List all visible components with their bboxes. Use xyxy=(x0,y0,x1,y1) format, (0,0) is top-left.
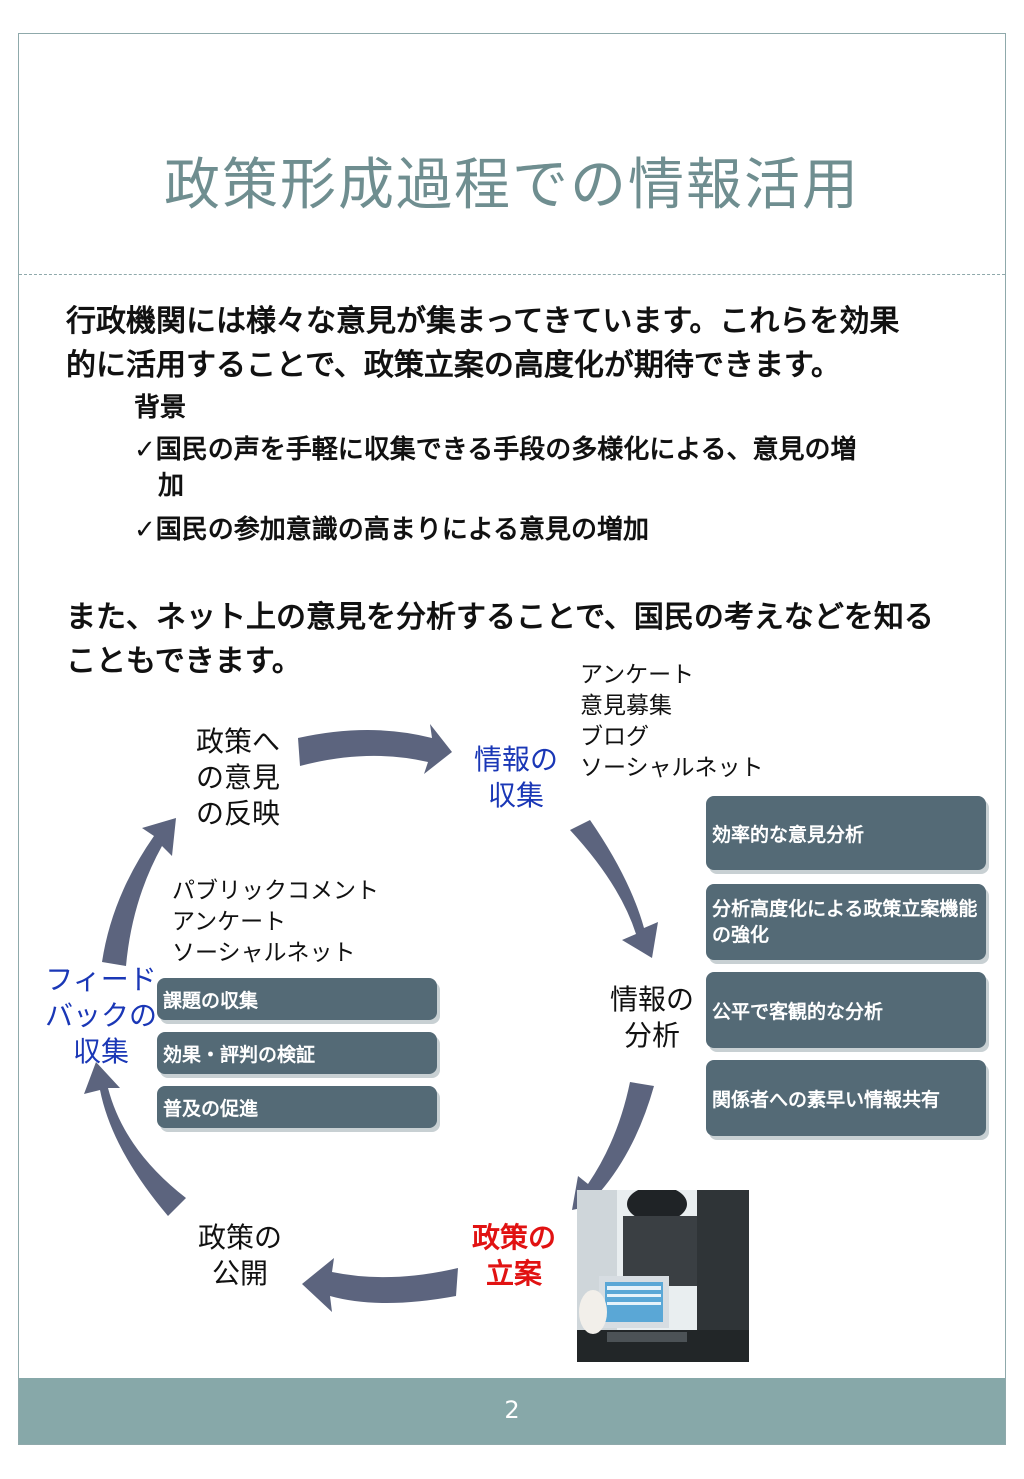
arrow-collect-to-analyze xyxy=(570,820,658,958)
label-feedback: フィード バックの 収集 xyxy=(40,962,162,1070)
arrow-publish-to-feedback xyxy=(84,1062,186,1216)
label-plan: 政策の 立案 xyxy=(458,1220,570,1292)
analysis-box: 分析高度化による政策立案機能の強化 xyxy=(706,884,986,960)
label-publish: 政策の 公開 xyxy=(184,1220,296,1292)
intro-line-1: 行政機関には様々な意見が集まってきています。これらを効果 xyxy=(66,304,900,339)
background-item-2: ✓国民の参加意識の高まりによる意見の増加 xyxy=(134,515,650,545)
label-publish-line-1: 政策の xyxy=(197,1221,282,1254)
arrow-feedback-to-reflect xyxy=(102,818,176,966)
label-feedback-line-2: バックの xyxy=(44,999,157,1032)
background-item-1-line-2: 加 xyxy=(158,471,185,501)
slide-frame xyxy=(18,33,1006,1445)
collect-source-item: ソーシャルネット xyxy=(580,755,764,781)
label-collect-line-1: 情報の xyxy=(473,743,558,776)
feedback-box: 課題の収集 xyxy=(157,978,437,1020)
also-line-1: また、ネット上の意見を分析することで、国民の考えなどを知る xyxy=(66,600,934,635)
page-number: 2 xyxy=(504,1396,520,1424)
label-plan-line-2: 立案 xyxy=(485,1257,542,1290)
arrow-reflect-to-collect xyxy=(298,724,452,774)
background-item-1-line-1: ✓国民の声を手軽に収集できる手段の多様化による、意見の増 xyxy=(134,435,857,465)
collect-source-item: 意見募集 xyxy=(580,693,672,719)
arrow-analyze-to-plan xyxy=(572,1082,654,1210)
feedback-source-item: ソーシャルネット xyxy=(172,940,356,966)
label-reflect-line-1: 政策へ xyxy=(195,725,280,758)
label-analyze-line-1: 情報の xyxy=(609,983,694,1016)
collect-sources: アンケート 意見募集 ブログ ソーシャルネット xyxy=(580,660,764,784)
also-line-2: こともできます。 xyxy=(66,644,302,679)
label-reflect: 政策へ の意見 の反映 xyxy=(180,724,296,832)
intro-line-2: 的に活用することで、政策立案の高度化が期待できます。 xyxy=(66,348,841,383)
also-text: また、ネット上の意見を分析することで、国民の考えなどを知る こともできます。 xyxy=(66,596,986,684)
analysis-box: 効率的な意見分析 xyxy=(706,796,986,870)
label-collect-line-2: 収集 xyxy=(487,779,544,812)
feedback-box: 普及の促進 xyxy=(157,1086,437,1128)
collect-source-item: ブログ xyxy=(580,724,649,750)
office-photo xyxy=(577,1190,749,1362)
label-feedback-line-3: 収集 xyxy=(72,1035,129,1068)
label-analyze: 情報の 分析 xyxy=(596,982,708,1054)
title-separator xyxy=(19,274,1005,275)
footer-bar: 2 xyxy=(19,1378,1005,1444)
label-reflect-line-3: の反映 xyxy=(195,797,280,830)
label-analyze-line-2: 分析 xyxy=(623,1019,680,1052)
intro-text: 行政機関には様々な意見が集まってきています。これらを効果 的に活用することで、政… xyxy=(66,300,986,388)
label-plan-line-1: 政策の xyxy=(471,1221,556,1254)
feedback-source-item: アンケート xyxy=(172,909,287,935)
page-title: 政策形成過程での情報活用 xyxy=(164,153,860,218)
label-reflect-line-2: の意見 xyxy=(195,761,280,794)
feedback-sources: パブリックコメント アンケート ソーシャルネット xyxy=(172,876,379,969)
label-publish-line-2: 公開 xyxy=(211,1257,268,1290)
feedback-source-item: パブリックコメント xyxy=(172,878,379,904)
arrow-plan-to-publish xyxy=(302,1258,458,1312)
feedback-box: 効果・評判の検証 xyxy=(157,1032,437,1074)
background-item-1: ✓国民の声を手軽に収集できる手段の多様化による、意見の増 加 xyxy=(134,432,857,504)
label-feedback-line-1: フィード xyxy=(45,963,157,996)
background-heading: 背景 xyxy=(134,393,187,423)
label-collect: 情報の 収集 xyxy=(460,742,572,814)
collect-source-item: アンケート xyxy=(580,662,695,688)
analysis-box: 関係者への素早い情報共有 xyxy=(706,1060,986,1136)
analysis-box: 公平で客観的な分析 xyxy=(706,972,986,1048)
